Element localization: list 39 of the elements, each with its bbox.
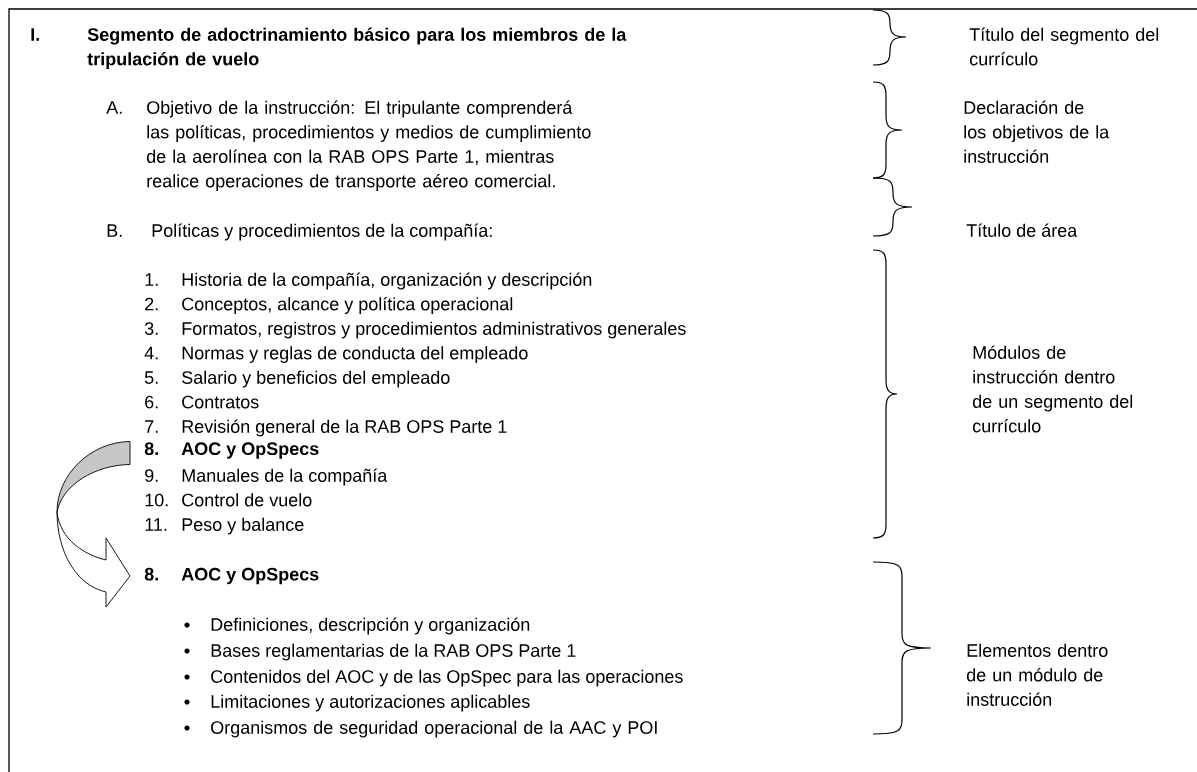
list-number: 7.: [145, 420, 158, 433]
list-number: 2.: [145, 297, 158, 311]
list-item: Normas y reglas de conducta del empleado: [182, 346, 528, 363]
bullet-item: Bases reglamentarias de la RAB OPS Parte 1: [211, 643, 576, 661]
list-heading: 8. AOC y OpSpecs: [144, 567, 319, 585]
annotation: Declaración de los objetivos de la instrucción: [964, 100, 1110, 163]
list-item: Peso y balance: [182, 517, 304, 535]
annotation: Título de área: [966, 223, 1078, 237]
list-number: 3.: [144, 322, 158, 335]
list-item: Salario y beneficios del empleado: [182, 370, 450, 388]
list-item: Historia de la compañía, organización y descripción: [182, 272, 592, 290]
objective-text: Objetivo de la instrucción: El tripulante comprenderá las políticas, procedimientos y medios de cumplimiento de la aerolínea con la RAB OPS Parte 1, mientras realice operaciones de transporte aéreo comercial.: [146, 100, 591, 191]
curved-arrow: [56, 441, 131, 608]
area-title: Políticas y procedimientos de la compañía:: [152, 223, 492, 241]
item-letter: B.: [107, 224, 122, 237]
annotation: Título del segmento del currículo: [969, 27, 1159, 66]
list-item: Formatos, registros y procedimientos administrativos generales: [182, 321, 686, 339]
list-item: Manuales de la compañía: [182, 468, 388, 486]
bullet-item: Organismos de seguridad operacional de la AAC y POI: [211, 720, 657, 738]
list-heading: 8. AOC y OpSpecs: [144, 442, 319, 459]
list-number: 5.: [144, 371, 158, 384]
bullet-item: Contenidos del AOC y de las OpSpec para las operaciones: [211, 669, 683, 687]
section-title: Segmento de adoctrinamiento básico para los miembros de la tripulación de vuelo: [87, 27, 627, 69]
bullet-item: Limitaciones y autorizaciones aplicables: [211, 694, 530, 712]
section-number: I.: [31, 28, 39, 41]
item-letter: A.: [106, 101, 122, 114]
list-number: 11.: [145, 518, 167, 531]
list-number: 4.: [144, 346, 158, 360]
list-number: 9.: [145, 469, 158, 482]
list-number: 6.: [145, 395, 158, 409]
list-number: 1.: [145, 273, 158, 286]
list-item: Control de vuelo: [182, 493, 312, 507]
annotation: Elementos dentro de un módulo de instrucción: [966, 643, 1108, 706]
list-number: 10.: [145, 493, 168, 507]
list-item: Conceptos, alcance y política operacional: [182, 297, 513, 314]
list-item: Contratos: [182, 395, 259, 409]
annotation: Módulos de instrucción dentro de un segmento del currículo: [972, 345, 1133, 433]
bullet-item: Definiciones, descripción y organización: [211, 617, 530, 635]
list-item: Revisión general de la RAB OPS Parte 1: [182, 419, 507, 437]
